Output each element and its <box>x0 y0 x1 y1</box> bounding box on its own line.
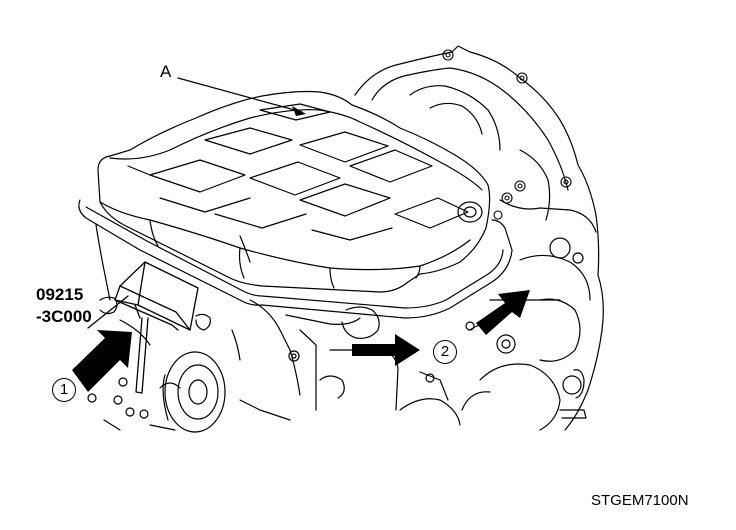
step-2-marker: 2 <box>433 340 457 364</box>
callout-a-label: A <box>160 62 172 81</box>
tool-number-line2: -3C000 <box>36 307 92 326</box>
transaxle-housing <box>354 45 604 431</box>
callout-a-leader <box>177 77 303 113</box>
housing-bolts <box>442 49 572 220</box>
step-1-marker: 1 <box>52 378 76 402</box>
special-tool <box>114 261 199 394</box>
block-bolts <box>87 321 516 419</box>
pry-arrow-1-icon <box>72 330 132 392</box>
tool-number-line1: 09215 <box>36 285 84 304</box>
tool-leader <box>87 295 129 329</box>
oil-pan-flange <box>78 199 513 319</box>
pry-arrow-2-icon <box>352 334 420 366</box>
crank-pulley <box>162 351 226 433</box>
oil-pan <box>97 90 491 293</box>
engine-block <box>95 224 493 431</box>
special-tool-number: 09215 -3C000 <box>36 284 92 328</box>
figure-code: STGEM7100N <box>591 492 689 509</box>
callout-a-arrowhead <box>292 106 306 116</box>
pry-arrow-3-icon <box>476 290 530 335</box>
